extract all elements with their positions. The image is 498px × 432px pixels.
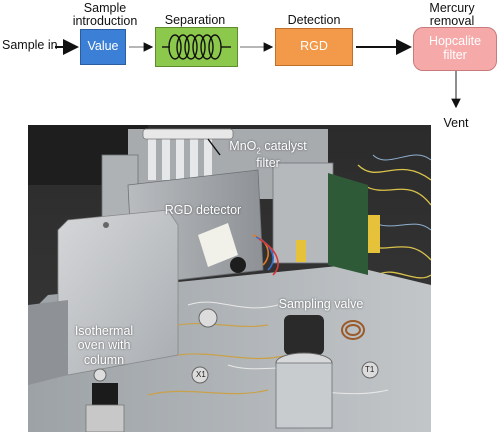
separation-heading: Separation [164, 13, 226, 27]
detection-heading: Detection [287, 13, 341, 27]
vent-label: Vent [443, 116, 469, 130]
isothermal-oven-label: Isothermal oven with column [74, 324, 134, 367]
column-coil-icon [162, 34, 231, 60]
catalyst-formula-subscript: 2 [256, 146, 261, 156]
rgd-box-label: RGD [300, 39, 328, 54]
separation-box [155, 27, 238, 67]
input-label: Sample in [2, 38, 58, 52]
catalyst-formula-main: MnO [229, 139, 257, 153]
value-box: Value [80, 29, 126, 65]
flow-diagram: Sample in Sample introduction Value Sepa… [0, 0, 498, 135]
hopcalite-filter-box: Hopcalite filter [413, 27, 497, 71]
sampling-valve-label: Sampling valve [278, 297, 364, 311]
apparatus-illustration [28, 125, 431, 432]
valve-mark-t1: T1 [365, 365, 375, 374]
value-box-label: Value [87, 39, 119, 54]
rgd-detector-label: RGD detector [164, 203, 242, 217]
apparatus-photo: MnO2 catalyst filter RGD detector Sampli… [28, 125, 431, 432]
catalyst-filter-word: filter [256, 155, 280, 170]
flow-connectors [55, 39, 461, 109]
rgd-box: RGD [275, 28, 353, 66]
valve-mark-x1: X1 [196, 370, 206, 379]
sample-introduction-heading: Sample introduction [72, 1, 138, 29]
catalyst-formula-rest: catalyst [260, 139, 307, 153]
hopcalite-filter-label: Hopcalite filter [428, 34, 482, 62]
catalyst-filter-label: MnO2 catalyst filter [218, 139, 318, 170]
mercury-removal-heading: Mercury removal [429, 1, 475, 29]
